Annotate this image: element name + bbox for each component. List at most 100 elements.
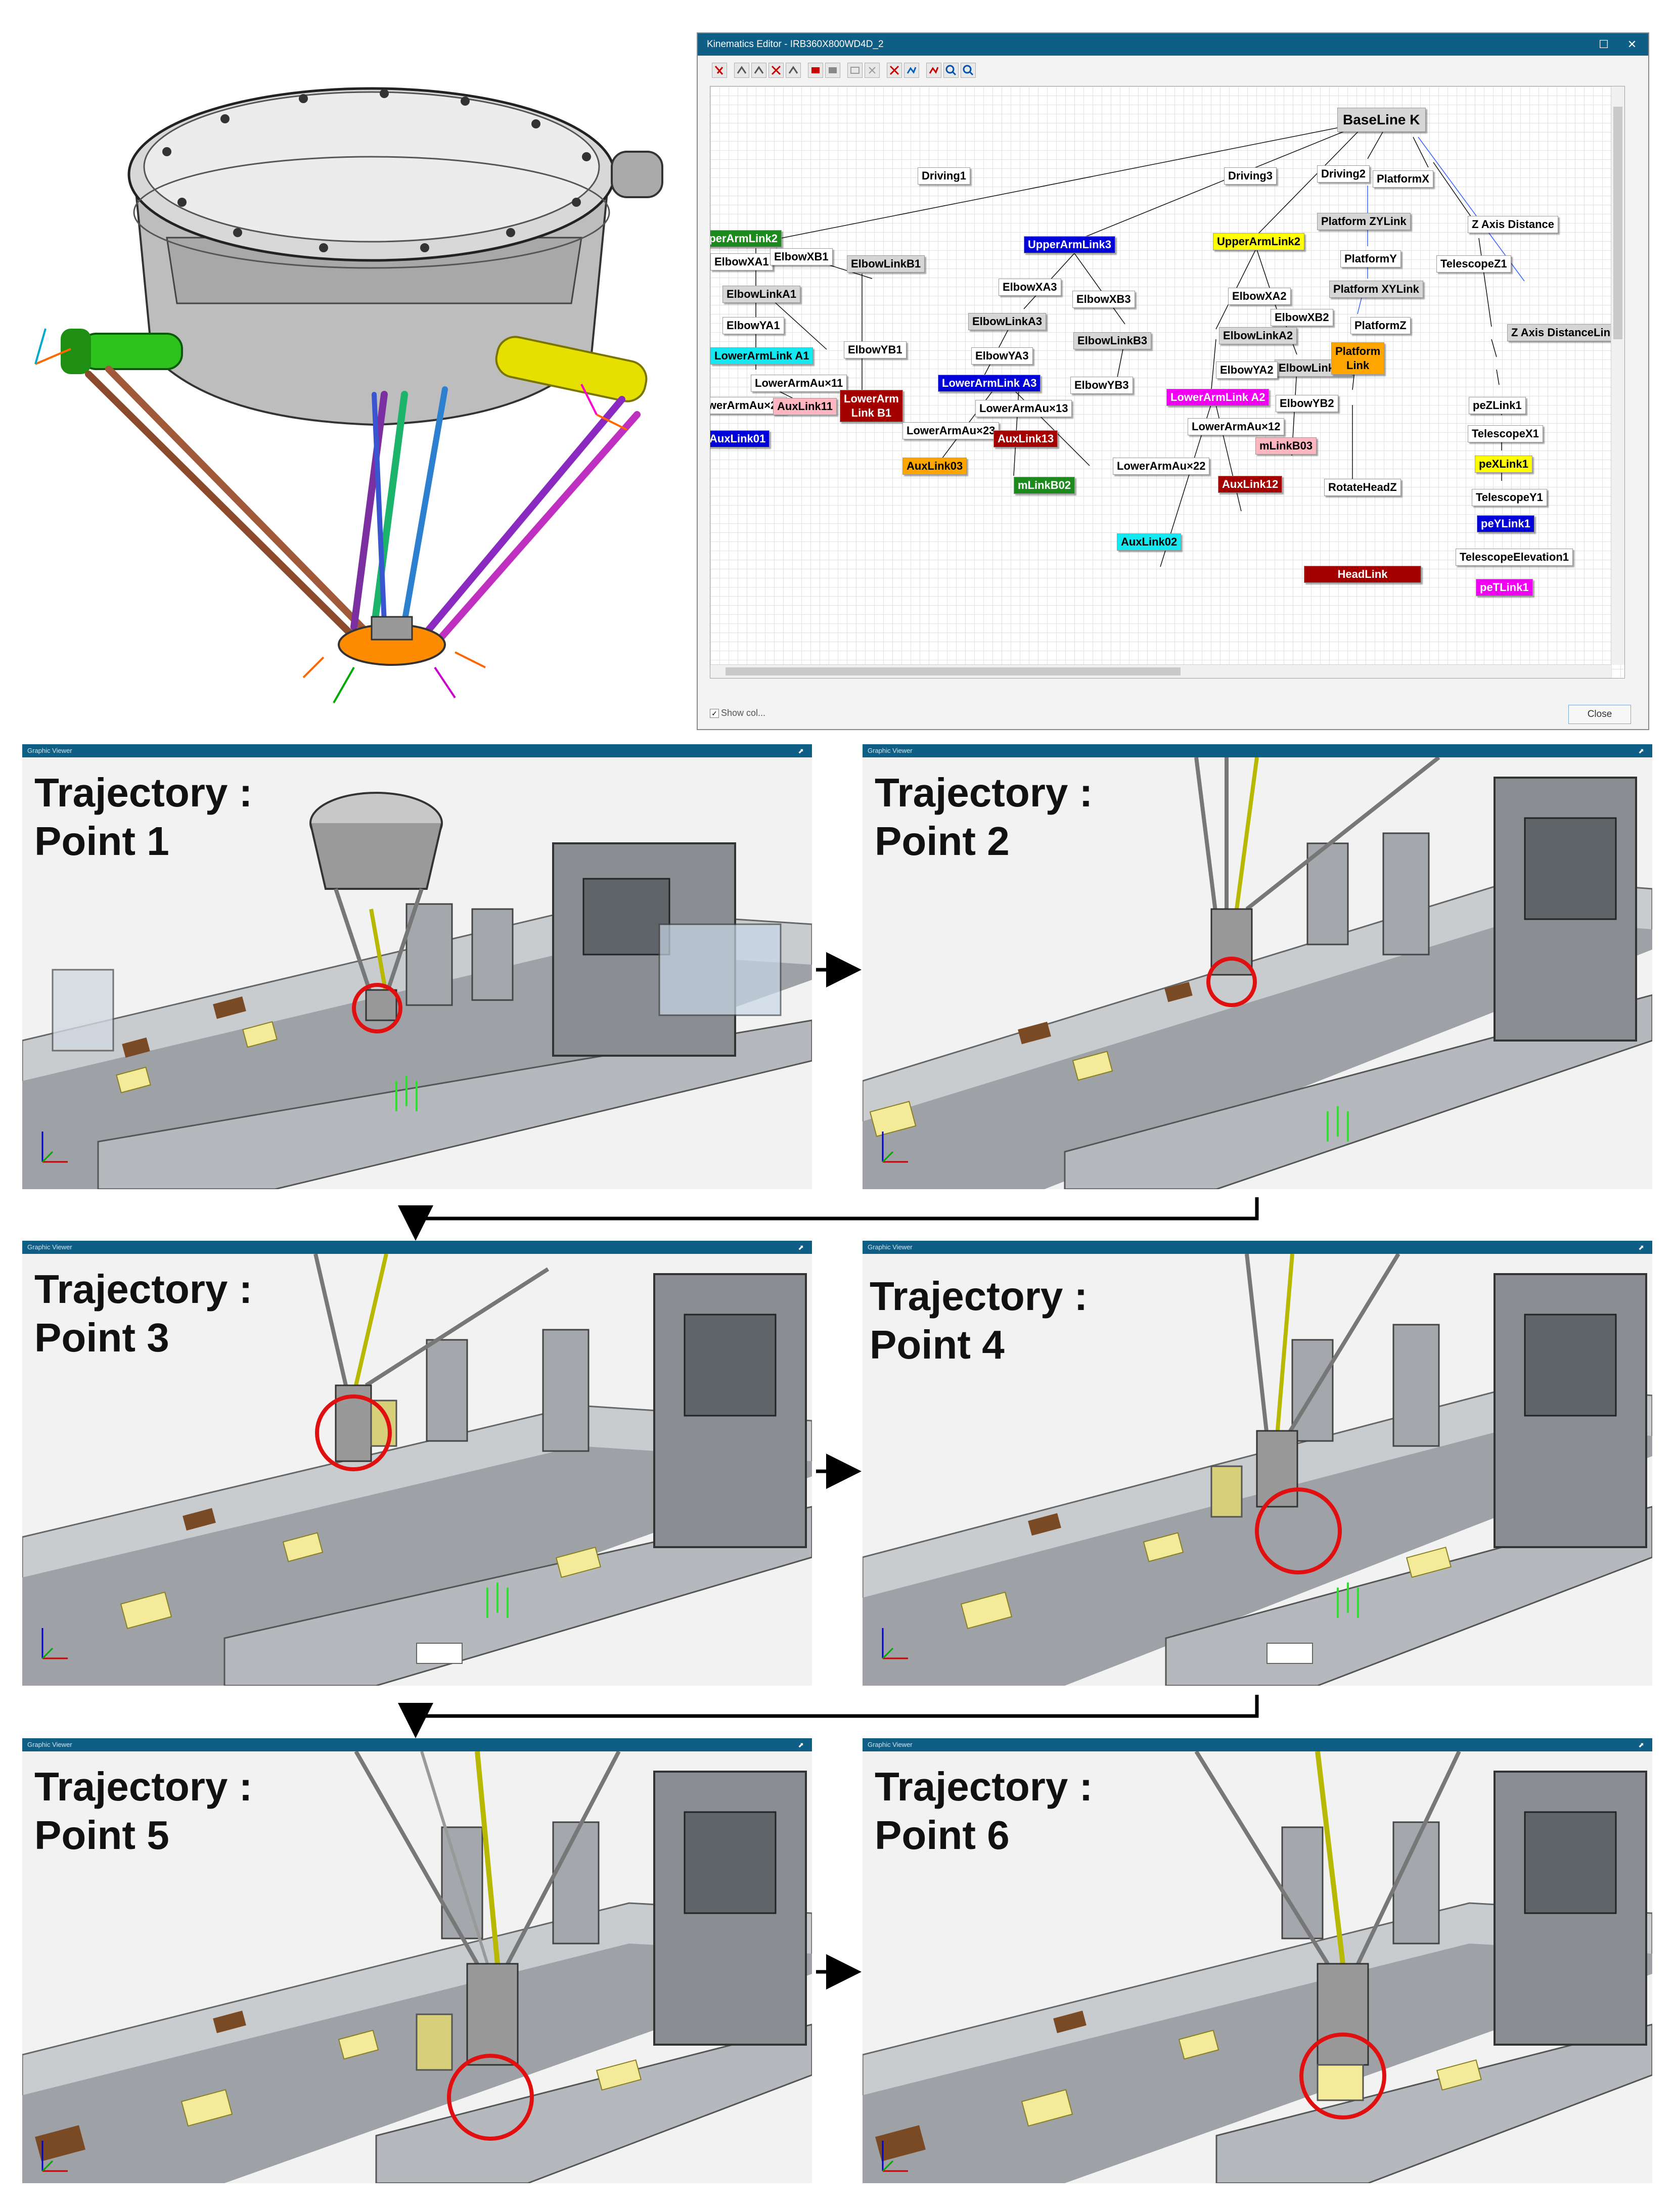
zoom-in-icon[interactable] (943, 63, 959, 78)
node-telescopez1[interactable]: TelescopeZ1 (1436, 255, 1511, 273)
node-elbowyb1[interactable]: ElbowYB1 (844, 341, 907, 358)
pin-icon[interactable]: ⬈ (1638, 1741, 1644, 1749)
node-lowerarmlink-a1[interactable]: LowerArmLink A1 (710, 347, 813, 365)
node-telescopex1[interactable]: TelescopeX1 (1468, 425, 1543, 442)
node-driving2[interactable]: Driving2 (1317, 165, 1370, 183)
vertical-scrollbar[interactable] (1611, 86, 1624, 665)
node-platform-zylink[interactable]: Platform ZYLink (1317, 213, 1411, 230)
node-elbowxa3[interactable]: ElbowXA3 (999, 279, 1061, 296)
node-headlink[interactable]: HeadLink (1304, 566, 1421, 583)
pin-icon[interactable]: ⬈ (1638, 747, 1644, 755)
node-elbowyb3[interactable]: ElbowYB3 (1070, 377, 1133, 394)
layout-tool-icon[interactable] (904, 63, 919, 78)
graphic-viewer-panel-4[interactable]: Graphic Viewer⬈ Trajectory : Point 4 (863, 1241, 1652, 1686)
node-telescopeelevation1[interactable]: TelescopeElevation1 (1456, 549, 1573, 566)
delete-tool-icon[interactable] (786, 63, 801, 78)
node-elbowlinka1[interactable]: ElbowLinkA1 (722, 286, 801, 303)
node-z-axis-distance[interactable]: Z Axis Distance (1468, 216, 1559, 233)
node-platform-link-line1: Platform (1335, 345, 1381, 357)
node-elbowlinka2[interactable]: ElbowLinkA2 (1219, 327, 1297, 344)
layout2-tool-icon[interactable] (926, 63, 941, 78)
pin-icon[interactable]: ⬈ (798, 1243, 804, 1251)
node-driving1[interactable]: Driving1 (918, 167, 971, 185)
zoom-out-icon[interactable] (961, 63, 976, 78)
node-upperarmlink2-mid[interactable]: UpperArmLink2 (1213, 233, 1305, 250)
node-lowerarmaux11[interactable]: LowerArmAu×11 (751, 375, 847, 392)
cut-tool-icon[interactable] (865, 63, 880, 78)
pin-icon[interactable]: ⬈ (798, 747, 804, 755)
node-mlinkb02[interactable]: mLinkB02 (1014, 477, 1075, 494)
node-auxlink03[interactable]: AuxLink03 (902, 458, 967, 475)
node-auxlink02[interactable]: AuxLink02 (1117, 533, 1182, 551)
node-auxlink11[interactable]: AuxLink11 (773, 398, 837, 415)
node-upperarmlink2-left[interactable]: UpperArmLink2 (710, 230, 782, 247)
node-elbowya3[interactable]: ElbowYA3 (971, 347, 1033, 365)
joint-tool-icon[interactable] (768, 63, 784, 78)
horizontal-scrollbar[interactable] (710, 664, 1611, 678)
node-platform-link[interactable]: Platform Link (1331, 342, 1385, 375)
node-pexlink1[interactable]: peXLink1 (1475, 456, 1532, 473)
node-elbowyb2[interactable]: ElbowYB2 (1276, 395, 1338, 412)
show-col-checkbox[interactable]: ✓ (710, 709, 719, 718)
link-tool-icon[interactable] (751, 63, 766, 78)
pin-icon[interactable]: ⬈ (798, 1741, 804, 1749)
node-auxlink13[interactable]: AuxLink13 (993, 430, 1058, 447)
node-platformz[interactable]: PlatformZ (1350, 317, 1411, 334)
group-tool-icon[interactable] (808, 63, 823, 78)
copy-tool-icon[interactable] (887, 63, 902, 78)
node-lowerarmaux23[interactable]: LowerArmAu×23 (902, 422, 1000, 439)
node-elbowxb3[interactable]: ElbowXB3 (1072, 291, 1135, 308)
graphic-viewer-title: Graphic Viewer (27, 1741, 72, 1748)
graphic-viewer-title: Graphic Viewer (868, 1741, 913, 1748)
graphic-viewer-panel-1[interactable]: Graphic Viewer⬈ Trajectory : Point 1 (22, 744, 812, 1189)
graphic-viewer-panel-2[interactable]: Graphic Viewer⬈ Trajectory : Point 2 (863, 744, 1652, 1189)
node-elbowlinka3[interactable]: ElbowLinkA3 (968, 313, 1047, 330)
node-elbowlinkb1[interactable]: ElbowLinkB1 (847, 255, 925, 273)
ungroup-tool-icon[interactable] (825, 63, 840, 78)
vertical-scroll-thumb[interactable] (1613, 107, 1622, 339)
node-elbowxb1[interactable]: ElbowXB1 (770, 248, 833, 265)
node-lowerarm-link-b1[interactable]: LowerArm Link B1 (840, 390, 903, 422)
node-auxlink12[interactable]: AuxLink12 (1218, 476, 1283, 493)
node-lowerarm-link-b1-line1: LowerArm (844, 392, 899, 405)
node-mlinkb03[interactable]: mLinkB03 (1255, 437, 1317, 455)
node-elbowxa2[interactable]: ElbowXA2 (1228, 288, 1291, 305)
node-elbowxb2[interactable]: ElbowXB2 (1271, 309, 1333, 326)
node-peylink1[interactable]: peYLink1 (1477, 515, 1534, 532)
node-elbowya1[interactable]: ElbowYA1 (722, 317, 784, 334)
node-driving3[interactable]: Driving3 (1224, 167, 1277, 185)
node-elbowxa1[interactable]: ElbowXA1 (710, 253, 773, 270)
node-lowerarmaux22[interactable]: LowerArmAu×22 (1113, 458, 1210, 475)
graphic-viewer-titlebar: Graphic Viewer⬈ (22, 744, 812, 757)
move-tool-icon[interactable] (734, 63, 749, 78)
node-platformy[interactable]: PlatformY (1340, 250, 1401, 267)
node-elbowlinkb3[interactable]: ElbowLinkB3 (1073, 332, 1152, 349)
node-lowerarmlink-a2[interactable]: LowerArmLink A2 (1166, 389, 1270, 406)
panel-title: Trajectory : Point 2 (875, 769, 1093, 866)
graphic-viewer-panel-3[interactable]: Graphic Viewer⬈ Trajectory : Point 3 (22, 1241, 812, 1686)
node-upperarmlink3[interactable]: UpperArmLink3 (1024, 236, 1116, 253)
node-telescopey1[interactable]: TelescopeY1 (1472, 489, 1547, 506)
close-window-button[interactable]: ✕ (1627, 38, 1637, 51)
node-elbowya2[interactable]: ElbowYA2 (1216, 362, 1278, 379)
node-lowerarmaux12[interactable]: LowerArmAu×12 (1188, 418, 1285, 435)
close-button[interactable]: Close (1568, 705, 1631, 724)
node-baseline-k[interactable]: BaseLine K (1337, 108, 1426, 132)
node-z-axis-distancelink[interactable]: Z Axis DistanceLink (1507, 324, 1621, 341)
node-lowerarmaux13[interactable]: LowerArmAu×13 (975, 400, 1072, 417)
graphic-viewer-panel-5[interactable]: Graphic Viewer⬈ Trajectory : Point 5 (22, 1738, 812, 2183)
align-tool-icon[interactable] (847, 63, 863, 78)
kinematic-graph-canvas[interactable]: BaseLine K Driving1 Driving2 Driving3 Pl… (710, 86, 1625, 679)
node-pezlink1[interactable]: peZLink1 (1469, 397, 1526, 414)
node-petlink1[interactable]: peTLink1 (1476, 579, 1533, 596)
node-lowerarmlink-a3[interactable]: LowerArmLink A3 (938, 375, 1041, 392)
select-tool-icon[interactable] (712, 63, 727, 78)
horizontal-scroll-thumb[interactable] (726, 667, 1181, 675)
graphic-viewer-panel-6[interactable]: Graphic Viewer⬈ Trajectory : Point 6 (863, 1738, 1652, 2183)
pin-icon[interactable]: ⬈ (1638, 1243, 1644, 1251)
node-platform-xylink[interactable]: Platform XYLink (1329, 281, 1423, 298)
maximize-button[interactable]: ☐ (1599, 38, 1609, 51)
node-rotateheadz[interactable]: RotateHeadZ (1324, 479, 1401, 496)
node-auxlink01[interactable]: AuxLink01 (710, 430, 770, 447)
node-platformx[interactable]: PlatformX (1373, 170, 1433, 188)
